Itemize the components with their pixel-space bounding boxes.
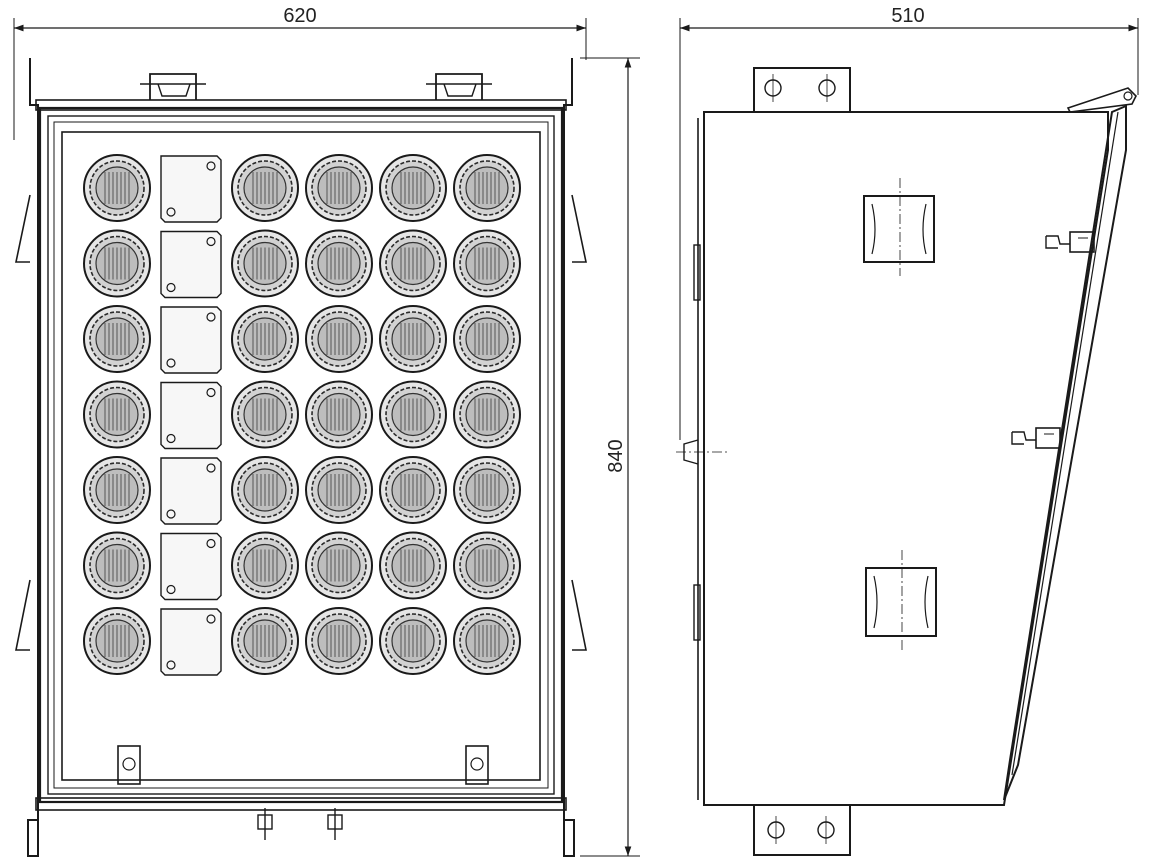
top-handle-right (426, 73, 492, 100)
blank-plate (160, 457, 222, 525)
top-mount-bracket (753, 67, 851, 113)
dimension-front-width-label: 620 (283, 5, 316, 27)
dimension-front-width: 620 (13, 5, 587, 140)
dimension-height: 840 (580, 57, 640, 857)
side-view (676, 67, 1137, 856)
connector-socket (379, 607, 447, 675)
connector-socket (231, 531, 299, 600)
connector-socket (453, 531, 521, 600)
connector-socket (453, 229, 521, 298)
rear-stud-lower (693, 584, 701, 641)
blank-plate (160, 155, 222, 223)
blank-plate (160, 608, 222, 676)
connector-socket (379, 305, 447, 373)
connector-socket (83, 380, 151, 449)
side-handle-upper (863, 178, 935, 276)
connector-socket (453, 380, 521, 449)
bottom-latch-right (465, 745, 489, 785)
connector-socket (453, 456, 521, 524)
connector-socket (379, 154, 447, 222)
bottom-mount-bracket (753, 804, 851, 856)
front-view (15, 58, 587, 857)
connector-socket (83, 305, 151, 373)
connector-socket (231, 380, 299, 449)
dimension-height-label: 840 (605, 439, 627, 472)
rear-stud-upper (693, 244, 701, 301)
connector-socket (379, 531, 447, 600)
connector-socket (83, 154, 151, 222)
blank-plate (160, 306, 222, 374)
connector-socket (379, 229, 447, 298)
blank-plate (160, 381, 222, 450)
ground-bolt-right (327, 808, 343, 840)
connector-socket (231, 154, 299, 222)
blank-plate (160, 532, 222, 601)
connector-socket (453, 305, 521, 373)
connector-socket (305, 531, 373, 600)
blank-plate (160, 230, 222, 299)
side-handle-lower (865, 550, 937, 652)
connector-socket (83, 607, 151, 675)
bottom-latch-left (117, 745, 141, 785)
connector-socket (453, 607, 521, 675)
door-lock-lower (1011, 427, 1061, 449)
connector-grid (83, 154, 521, 676)
door-hinge (1066, 87, 1137, 113)
connector-socket (379, 380, 447, 449)
ground-bolt-left (257, 808, 273, 840)
connector-socket (231, 456, 299, 524)
dimension-side-depth-label: 510 (891, 5, 924, 27)
connector-socket (83, 531, 151, 600)
connector-socket (379, 456, 447, 524)
dimension-side-depth: 510 (679, 5, 1139, 440)
connector-socket (453, 154, 521, 222)
connector-socket (305, 229, 373, 298)
connector-socket (305, 607, 373, 675)
connector-socket (83, 229, 151, 298)
connector-socket (305, 380, 373, 449)
connector-socket (231, 607, 299, 675)
connector-socket (305, 154, 373, 222)
connector-socket (305, 456, 373, 524)
connector-socket (83, 456, 151, 524)
connector-socket (231, 305, 299, 373)
door-lock-upper (1045, 231, 1095, 253)
top-handle-left (140, 73, 206, 100)
connector-socket (231, 229, 299, 298)
connector-socket (305, 305, 373, 373)
